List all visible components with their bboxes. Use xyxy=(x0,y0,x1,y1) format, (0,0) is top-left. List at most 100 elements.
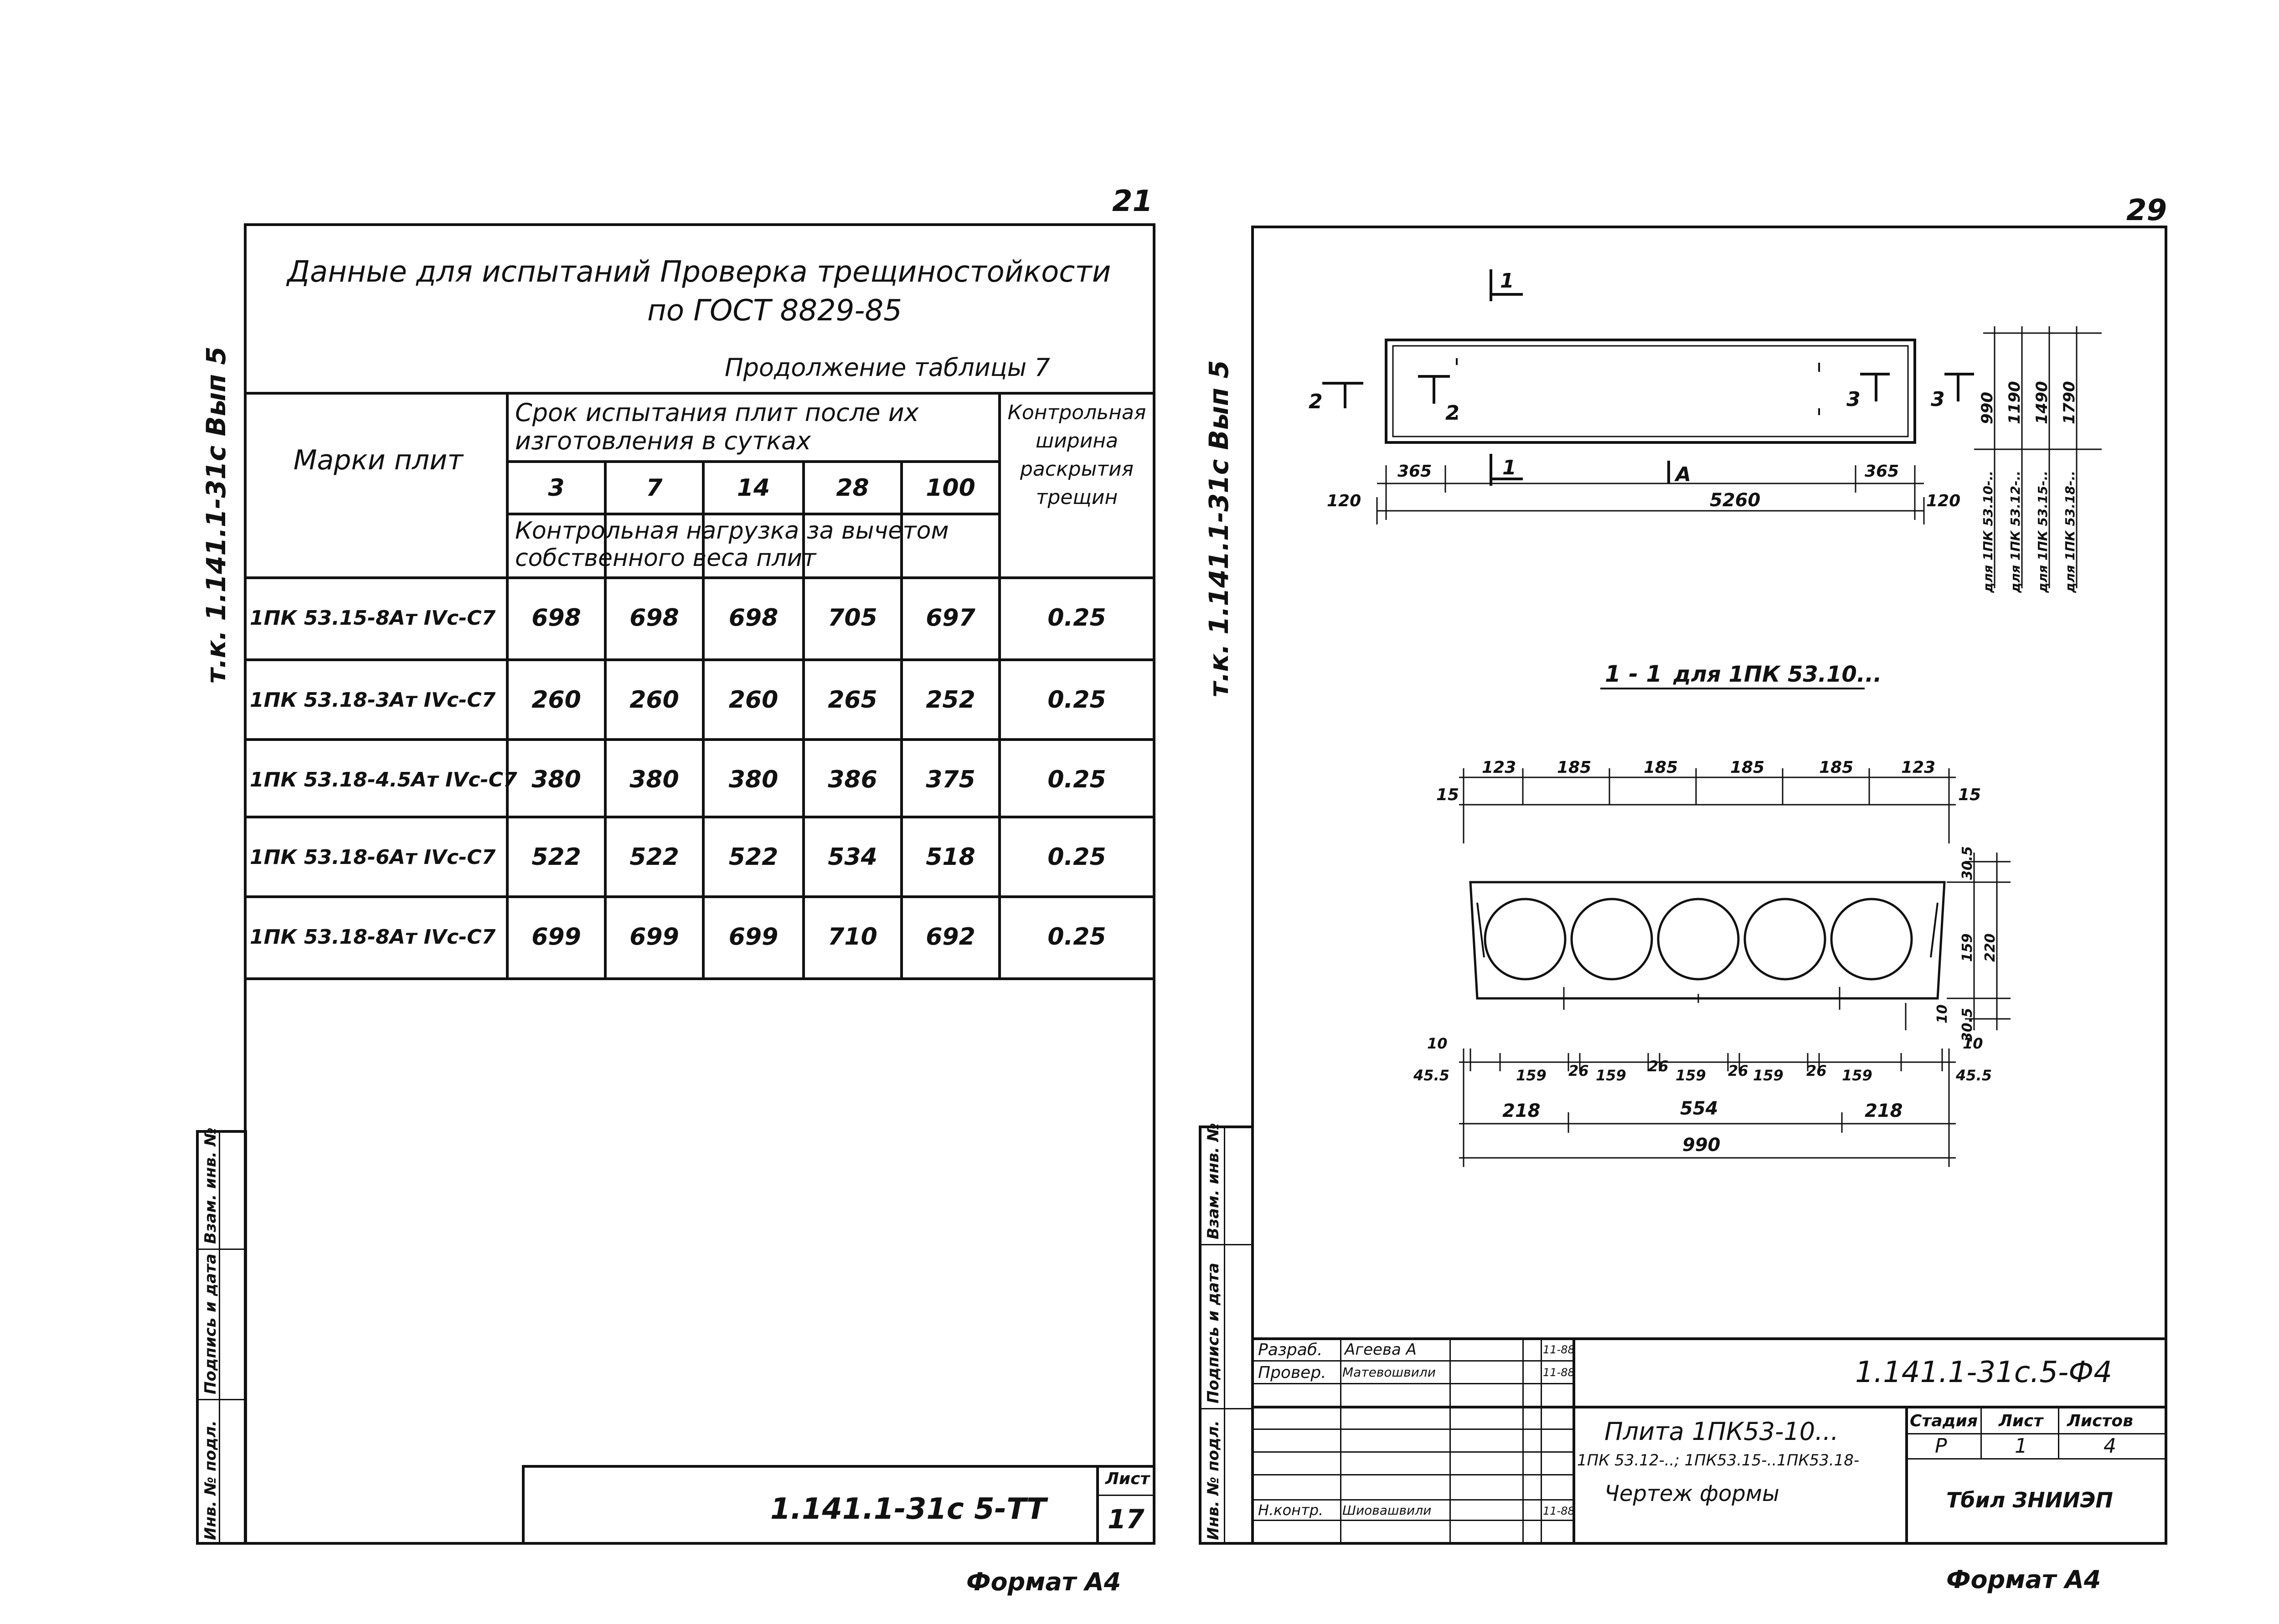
width-1490: 1490 xyxy=(2033,381,2051,424)
row-value: 265 xyxy=(828,686,877,714)
slab-plan-outline xyxy=(1385,339,1916,444)
width-1190: 1190 xyxy=(2006,381,2024,424)
dim-218-right: 218 xyxy=(1865,1100,1903,1121)
bottom-dim: 45.5 xyxy=(1413,1067,1449,1084)
width-label: для 1ПК 53.10-.. xyxy=(1980,471,1995,593)
stamp-line xyxy=(1254,1383,1573,1384)
sheet-value: 1 xyxy=(2015,1434,2027,1458)
row-mark: 1ПК 53.18-3Ат IVс-С7 xyxy=(250,688,496,712)
row-value: 380 xyxy=(728,766,779,793)
left-side-stamp xyxy=(196,1130,247,1545)
stamp-line xyxy=(1254,1337,2165,1340)
row-value: 534 xyxy=(828,843,877,871)
stamp-name: Матевошвили xyxy=(1342,1365,1436,1380)
stamp-role: Провер. xyxy=(1258,1363,1326,1382)
stamp-line xyxy=(1340,1337,1341,1542)
load-header: Контрольная нагрузка за вычетом собствен… xyxy=(515,517,949,572)
stamp-date: 11-88 xyxy=(1543,1366,1575,1379)
day-cell: 3 xyxy=(548,474,565,502)
bottom-dim: 45.5 xyxy=(1955,1067,1992,1084)
dim-554: 554 xyxy=(1680,1098,1718,1119)
stamp-line xyxy=(1098,1495,1153,1496)
row-value: 710 xyxy=(828,923,877,951)
term-header: Срок испытания плит после их изготовлени… xyxy=(515,398,919,455)
product-name-2: 1ПК 53.12-..; 1ПК53.15-..1ПК53.18- xyxy=(1577,1451,1860,1470)
row-crack: 0.25 xyxy=(1047,604,1106,632)
bottom-dim: 26 xyxy=(1728,1062,1748,1079)
stamp-line xyxy=(1254,1451,1573,1453)
left-sheet-label: Лист xyxy=(1105,1470,1150,1488)
day-cell: 7 xyxy=(646,474,663,502)
day-cell: 14 xyxy=(737,474,770,502)
stamp-role: Н.контр. xyxy=(1258,1501,1324,1519)
side-stamp-label: Инв. № подл. xyxy=(1204,1420,1222,1540)
product-name-1: Плита 1ПК53-10... xyxy=(1604,1417,1839,1446)
row-mark: 1ПК 53.18-4.5Ат IVс-С7 xyxy=(250,768,517,791)
row-crack: 0.25 xyxy=(1047,923,1106,951)
table-line xyxy=(247,816,1153,818)
table-line xyxy=(247,658,1153,661)
stamp-date: 11-88 xyxy=(1543,1343,1575,1356)
section-subtitle: для 1ПК 53.10... xyxy=(1673,662,1882,687)
side-stamp-label: Инв. № подл. xyxy=(201,1420,220,1540)
side-stamp-line xyxy=(1224,1127,1225,1543)
table-line xyxy=(604,460,607,980)
side-stamp-line xyxy=(1200,1244,1253,1245)
stamp-line xyxy=(1449,1337,1451,1542)
width-label: для 1ПК 53.18-.. xyxy=(2062,471,2078,593)
right-dim: 220 xyxy=(1982,933,1998,962)
right-side-stamp xyxy=(1199,1125,1254,1545)
stamp-line xyxy=(1907,1458,2165,1460)
sheets-label: Листов xyxy=(2067,1412,2133,1430)
stamp-line xyxy=(1254,1406,2165,1408)
side-stamp-label: Подпись и дата xyxy=(201,1254,220,1394)
bottom-dim: 26 xyxy=(1648,1058,1669,1075)
section-mark-1: 1 xyxy=(1500,269,1514,293)
width-990: 990 xyxy=(1978,392,1996,424)
table-line xyxy=(506,460,998,463)
row-value: 260 xyxy=(629,686,679,714)
right-dim: 159 xyxy=(1959,933,1975,962)
table-line xyxy=(247,392,1153,395)
width-1790: 1790 xyxy=(2060,381,2078,424)
right-dim: 30.5 xyxy=(1959,846,1975,880)
table-line xyxy=(247,576,1153,579)
left-stamp-code: 1.141.1-31с 5-ТТ xyxy=(770,1492,1047,1526)
stamp-date: 11-88 xyxy=(1543,1505,1575,1517)
mark-2-inner: 2 xyxy=(1445,401,1459,425)
table-line xyxy=(247,895,1153,898)
form-drawing: 1 1 2 2 3 3 А 365 365 5260 120 120 990 1… xyxy=(1309,269,2102,1167)
right-format: Формат А4 xyxy=(1946,1565,2101,1594)
dim-990: 990 xyxy=(1682,1135,1721,1156)
left-side-label: т.к. 1.141.1-31с Вып 5 xyxy=(201,346,232,684)
table-line xyxy=(702,576,705,977)
top-dim: 185 xyxy=(1819,758,1853,777)
right-dim: 30.5 xyxy=(1959,1008,1975,1042)
right-side-label: т.к. 1.141.1-31с Вып 5 xyxy=(1203,360,1234,697)
stamp-line xyxy=(1573,1337,1575,1542)
table-line xyxy=(802,460,805,980)
mark-a: А xyxy=(1674,463,1691,486)
row-value: 522 xyxy=(531,843,581,871)
dim-365-right: 365 xyxy=(1865,462,1899,481)
row-value: 699 xyxy=(728,923,779,951)
row-value: 699 xyxy=(531,923,581,951)
marks-header: Марки плит xyxy=(293,444,464,476)
side-stamp-line xyxy=(1200,1408,1253,1409)
stamp-line xyxy=(1254,1474,1573,1475)
day-cell: 28 xyxy=(836,474,869,502)
row-mark: 1ПК 53.15-8Ат IVс-С7 xyxy=(250,606,496,630)
row-value: 522 xyxy=(728,843,779,871)
side-stamp-label: Подпись и дата xyxy=(1204,1263,1222,1403)
bottom-dim: 10 xyxy=(1963,1035,1983,1052)
section-outline xyxy=(1469,881,1946,1000)
stamp-line xyxy=(522,1465,525,1542)
row-crack: 0.25 xyxy=(1047,686,1106,714)
table-line xyxy=(247,977,1153,980)
table-line xyxy=(247,738,1153,741)
stamp-name: Агеева А xyxy=(1345,1341,1417,1359)
right-stamp-code: 1.141.1-31с.5-Ф4 xyxy=(1855,1356,2112,1389)
left-title-line2: по ГОСТ 8829-85 xyxy=(647,294,902,328)
row-value: 386 xyxy=(828,766,877,793)
left-continuation: Продолжение таблицы 7 xyxy=(725,353,1050,382)
